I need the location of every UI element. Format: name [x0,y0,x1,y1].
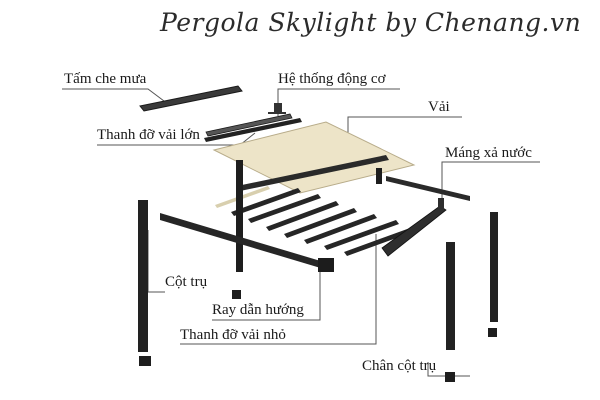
label-guide-rail: Ray dẫn hướng [212,302,304,318]
label-fabric: Vải [428,99,450,115]
fabric-canopy [212,121,416,194]
back-rail [237,155,389,191]
right-side-rail [386,176,470,201]
back-right-post-top [376,168,382,184]
rain-gutter [381,205,447,257]
leader-lines [62,88,540,377]
small-fabric-support-bars [215,186,413,256]
label-rain-gutter: Máng xả nước [445,145,532,161]
leader-ray-dan-huong [212,268,321,321]
leader-chan-cot-tru [427,362,470,377]
back-left-post [236,160,243,272]
motor-system [205,103,293,137]
far-right-post [490,212,498,322]
post-base-far-right [488,328,497,337]
post-base-front-left [139,356,151,366]
front-right-post [446,242,455,350]
post-base-back-left [232,290,241,299]
label-small-fabric-bar: Thanh đỡ vải nhỏ [180,327,286,343]
leader-he-thong-dong-co [277,88,400,116]
leader-cot-tru [147,230,165,293]
leader-mang-xa-nuoc [441,161,540,200]
front-left-post [138,200,148,352]
label-rain-cover: Tấm che mưa [64,71,147,87]
diagram-title: Pergola Skylight by Chenang.vn [160,8,582,37]
post-base-front-right [445,372,455,382]
label-large-fabric-bar: Thanh đỡ vải lớn [97,127,200,143]
large-fabric-support-bar [204,118,302,142]
label-motor-system: Hệ thống động cơ [278,71,386,87]
leader-tam-che-mua [62,88,169,105]
leader-thanh-do-vai-nho [180,234,377,345]
label-post: Cột trụ [165,274,208,290]
front-guide-rail [160,213,334,272]
label-post-base: Chân cột trụ [362,358,437,374]
rain-cover-panel [139,85,243,112]
